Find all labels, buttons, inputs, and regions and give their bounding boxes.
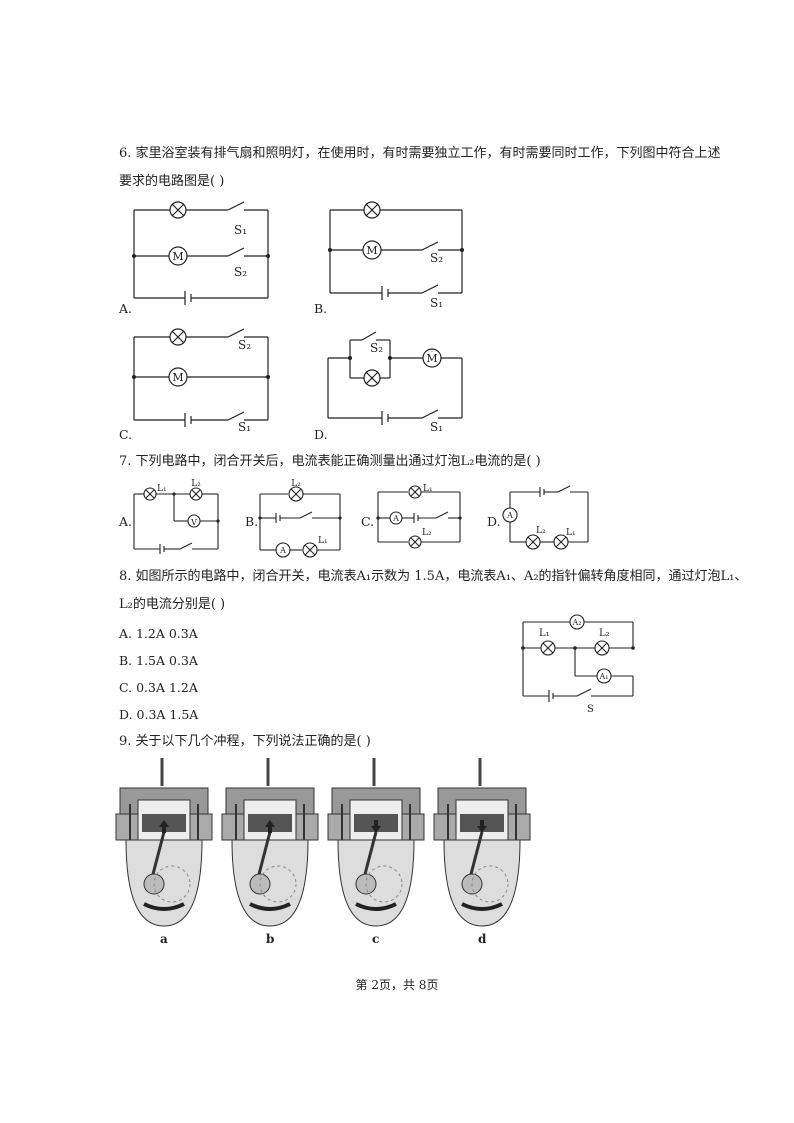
- q8-choice-b[interactable]: B. 1.5A 0.3A: [119, 653, 198, 668]
- svg-text:L₂: L₂: [291, 479, 301, 489]
- q7-circuit-d: A L₂ L₁: [502, 485, 589, 550]
- q6-stem-line2: 要求的电路图是( ): [119, 174, 225, 189]
- q7-circuit-a: L₁ L₂ V: [133, 479, 220, 554]
- q6-option-d[interactable]: D.: [314, 427, 328, 442]
- svg-text:S₁: S₁: [430, 296, 443, 310]
- q9-caption-c: c: [372, 932, 380, 946]
- q8-choice-a[interactable]: A. 1.2A 0.3A: [119, 626, 198, 641]
- q7-option-d[interactable]: D.: [487, 514, 501, 529]
- q7-circuit-c: L₁ A L₂: [376, 484, 462, 549]
- q9-caption-d: d: [478, 932, 487, 946]
- svg-text:A: A: [392, 514, 399, 523]
- svg-text:L₂: L₂: [536, 526, 546, 536]
- svg-text:A₁: A₁: [599, 672, 609, 681]
- q7-option-b[interactable]: B.: [245, 514, 259, 529]
- q6-option-a[interactable]: A.: [119, 301, 133, 316]
- svg-text:A₂: A₂: [572, 618, 582, 627]
- svg-text:S₁: S₁: [234, 223, 247, 237]
- q6-option-b[interactable]: B.: [314, 301, 328, 316]
- q8-stem-line1: 8. 如图所示的电路中，闭合开关，电流表A₁示数为 1.5A，电流表A₁、A₂的…: [119, 569, 748, 584]
- svg-text:V: V: [190, 518, 197, 527]
- svg-text:S: S: [587, 704, 594, 715]
- q6-circuit-d: M S₂ S₁: [327, 331, 463, 434]
- q8-choice-d[interactable]: D. 0.3A 1.5A: [119, 707, 199, 722]
- q9-caption-b: b: [266, 932, 275, 946]
- q7-stem: 7. 下列电路中，闭合开关后，电流表能正确测量出通过灯泡L₂电流的是( ): [119, 454, 541, 469]
- q6-circuit-c: M S₂ S₁: [132, 328, 270, 434]
- page-footer: 第 2页，共 8页: [355, 978, 439, 992]
- q7-option-c[interactable]: C.: [361, 514, 375, 529]
- svg-text:L₂: L₂: [422, 528, 432, 538]
- svg-text:A: A: [279, 546, 286, 555]
- q6-circuit-b: M S₂ S₁: [328, 201, 464, 310]
- q7-option-a[interactable]: A.: [119, 514, 133, 529]
- q8-stem-line2: L₂的电流分别是( ): [119, 597, 226, 612]
- q6-circuit-a: M S₁ S₂: [132, 201, 270, 305]
- svg-text:M: M: [172, 371, 183, 384]
- svg-text:M: M: [426, 352, 437, 365]
- motor-label: M: [172, 250, 183, 263]
- svg-text:S₂: S₂: [430, 251, 443, 265]
- svg-text:S₂: S₂: [238, 338, 251, 352]
- svg-text:M: M: [366, 244, 377, 257]
- svg-text:A: A: [506, 511, 513, 520]
- svg-text:L₁: L₁: [539, 628, 550, 639]
- q9-engine-strokes: [114, 756, 532, 928]
- q9-stem: 9. 关于以下几个冲程，下列说法正确的是( ): [119, 734, 371, 749]
- q6-option-c[interactable]: C.: [119, 427, 133, 442]
- svg-text:S₁: S₁: [430, 420, 443, 434]
- svg-text:L₁: L₁: [318, 536, 328, 546]
- svg-text:S₂: S₂: [234, 265, 247, 279]
- q6-stem-line1: 6. 家里浴室装有排气扇和照明灯，在使用时，有时需要独立工作，有时需要同时工作，…: [119, 146, 721, 161]
- svg-text:S₂: S₂: [370, 341, 383, 355]
- svg-text:L₂: L₂: [191, 479, 201, 489]
- q7-circuit-b: L₂ A L₁: [258, 479, 342, 558]
- svg-text:L₁: L₁: [423, 484, 433, 494]
- svg-text:L₁: L₁: [157, 484, 167, 494]
- svg-text:L₂: L₂: [599, 628, 610, 639]
- q8-choice-c[interactable]: C. 0.3A 1.2A: [119, 680, 198, 695]
- q8-circuit: A₂ A₁ L₁ L₂ S: [521, 614, 635, 715]
- svg-text:S₁: S₁: [238, 420, 251, 434]
- svg-text:L₁: L₁: [566, 528, 576, 538]
- q9-caption-a: a: [160, 932, 168, 946]
